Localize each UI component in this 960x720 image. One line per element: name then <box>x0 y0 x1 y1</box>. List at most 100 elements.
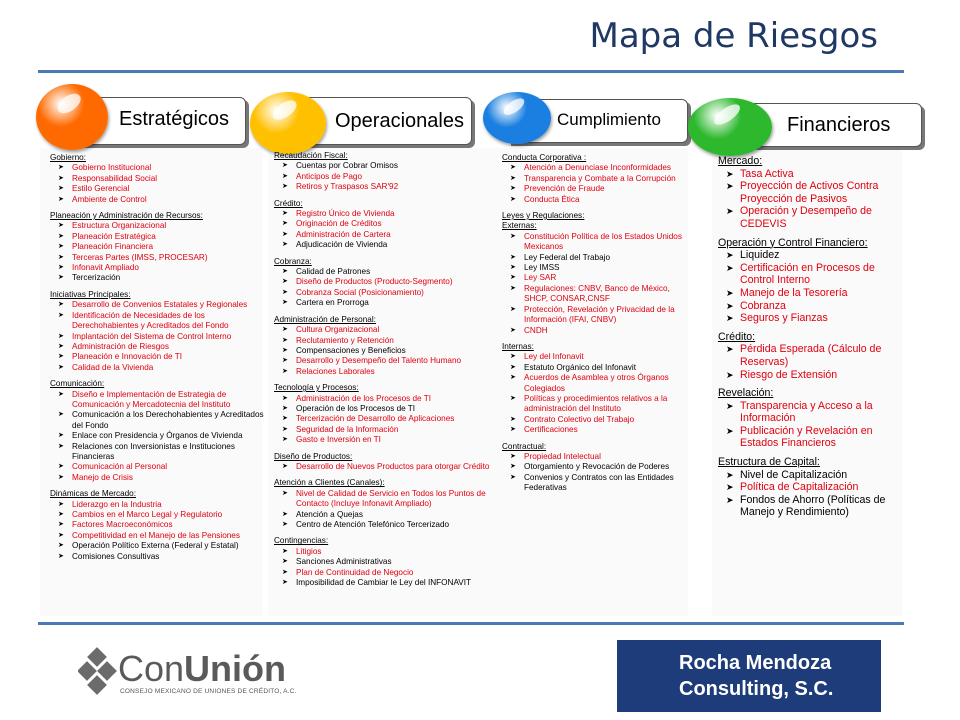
risk-item: Acuerdos de Asamblea y otros Órganos Col… <box>502 373 694 394</box>
risk-item: Fondos de Ahorro (Políticas de Manejo y … <box>718 494 904 519</box>
risk-item: Desarrollo y Desempeño del Talento Human… <box>274 356 502 367</box>
section-title: Recaudación Fiscal: <box>274 151 348 160</box>
risk-item: Comunicación al Personal <box>50 462 264 473</box>
risk-item: Nivel de Capitalización <box>718 469 904 482</box>
risk-item: Desarrollo de Nuevos Productos para otor… <box>274 462 502 473</box>
rm-line-1: Rocha Mendoza <box>679 652 832 674</box>
risk-item: Adjudicación de Vivienda <box>274 240 502 251</box>
risk-list-financieros: Mercado:Tasa ActivaProyección de Activos… <box>718 155 904 519</box>
orange-orb-icon <box>36 84 108 150</box>
section-title: Gobierno: <box>50 153 86 162</box>
risk-item: Cobranza Social (Posicionamiento) <box>274 288 502 299</box>
risk-item: Ley del Infonavit <box>502 352 694 363</box>
risk-item: Centro de Atención Telefónico Tercerizad… <box>274 520 502 531</box>
category-label: Operacionales <box>335 110 464 132</box>
category-label: Cumplimiento <box>557 110 661 129</box>
risk-item: Protección, Revelación y Privacidad de l… <box>502 305 694 326</box>
risk-item: Otorgamiento y Revocación de Poderes <box>502 462 694 473</box>
risk-item: CNDH <box>502 326 694 337</box>
risk-item: Cobranza <box>718 300 904 313</box>
risk-item: Certificaciones <box>502 425 694 436</box>
risk-item: Certificación en Procesos de Control Int… <box>718 262 904 287</box>
risk-item: Enlace con Presidencia y Órganos de Vivi… <box>50 431 264 442</box>
conunion-subtitle: CONSEJO MEXICANO DE UNIONES DE CRÉDITO, … <box>120 688 297 695</box>
section-title: Iniciativas Principales: <box>50 289 131 299</box>
slide-title: Mapa de Riesgos <box>589 16 878 56</box>
green-orb-icon <box>688 98 772 156</box>
risk-item: Retiros y Traspasos SAR'92 <box>274 182 502 193</box>
risk-item: Tercerización de Desarrollo de Aplicacio… <box>274 414 502 425</box>
section-title: Dinámicas de Mercado: <box>50 489 137 499</box>
section-title: Contingencias: <box>274 536 329 546</box>
risk-item: Calidad de Patrones <box>274 267 502 278</box>
risk-item: Ley IMSS <box>502 263 694 274</box>
section-subtitle: Externas: <box>502 221 537 231</box>
risk-item: Prevención de Fraude <box>502 184 694 195</box>
risk-item: Factores Macroeconómicos <box>50 520 264 531</box>
risk-item: Terceras Partes (IMSS, PROCESAR) <box>50 253 264 264</box>
risk-item: Liderazgo en la Industria <box>50 500 264 511</box>
section-title: Leyes y Regulaciones: <box>502 211 585 221</box>
risk-item: Reclutamiento y Retención <box>274 336 502 347</box>
risk-list-cumplimiento: Conducta Corporativa :Atención a Denunci… <box>502 153 694 494</box>
risk-item: Seguros y Fianzas <box>718 312 904 325</box>
risk-item: Cambios en el Marco Legal y Regulatorio <box>50 510 264 521</box>
rm-line-2: Consulting, S.C. <box>679 678 834 700</box>
risk-item: Administración de Cartera <box>274 230 502 241</box>
category-label: Financieros <box>787 114 891 136</box>
risk-item: Relaciones con Inversionistas e Instituc… <box>50 442 264 463</box>
risk-list-operacionales: Recaudación Fiscal:Cuentas por Cobrar Om… <box>274 151 502 589</box>
risk-item: Manejo de Crisis <box>50 473 264 484</box>
risk-item: Pérdida Esperada (Cálculo de Reservas) <box>718 343 904 368</box>
risk-item: Competitividad en el Manejo de las Pensi… <box>50 531 264 542</box>
risk-item: Infonavit Ampliado <box>50 263 264 274</box>
risk-item: Planeación Financiera <box>50 242 264 253</box>
risk-item: Riesgo de Extensión <box>718 369 904 382</box>
risk-item: Implantación del Sistema de Control Inte… <box>50 332 264 343</box>
risk-item: Operación de los Procesos de TI <box>274 404 502 415</box>
conunion-logo-icon <box>78 647 117 695</box>
risk-item: Desarrollo de Convenios Estatales y Regi… <box>50 300 264 311</box>
risk-item: Diseño e Implementación de Estrategia de… <box>50 390 264 411</box>
risk-item: Manejo de la Tesorería <box>718 287 904 300</box>
risk-item: Imposibilidad de Cambiar le Ley del INFO… <box>274 578 502 589</box>
section-title: Cobranza: <box>274 256 312 266</box>
risk-item: Gasto e Inversión en TI <box>274 435 502 446</box>
risk-item: Operación Político Externa (Federal y Es… <box>50 541 264 552</box>
risk-item: Estilo Gerencial <box>50 184 264 195</box>
risk-item: Regulaciones: CNBV, Banco de México, SHC… <box>502 284 694 305</box>
section-title: Estructura de Capital: <box>718 456 820 469</box>
risk-item: Operación y Desempeño de CEDEVIS <box>718 205 904 230</box>
section-title: Contractual: <box>502 441 547 451</box>
risk-item: Sanciones Administrativas <box>274 557 502 568</box>
section-title: Tecnología y Procesos: <box>274 383 359 393</box>
risk-item: Convenios y Contratos con las Entidades … <box>502 473 694 494</box>
conunion-prefix: Con <box>118 648 185 689</box>
risk-item: Originación de Créditos <box>274 219 502 230</box>
conunion-logo: ConUnión <box>118 648 286 690</box>
top-divider <box>38 70 904 73</box>
risk-item: Ley Federal del Trabajo <box>502 253 694 264</box>
risk-list-estrategicos: Gobierno:Gobierno InstitucionalResponsab… <box>50 153 264 562</box>
risk-item: Ley SAR <box>502 273 694 284</box>
risk-item: Transparencia y Acceso a la Información <box>718 400 904 425</box>
risk-item: Estructura Organizacional <box>50 221 264 232</box>
risk-item: Publicación y Revelación en Estados Fina… <box>718 425 904 450</box>
risk-item: Responsabilidad Social <box>50 174 264 185</box>
section-title: Diseño de Productos: <box>274 451 353 461</box>
risk-item: Comunicación a los Derechohabientes y Ac… <box>50 410 264 431</box>
risk-item: Compensaciones y Beneficios <box>274 346 502 357</box>
risk-item: Planeación e Innovación de TI <box>50 352 264 363</box>
risk-item: Liquidez <box>718 249 904 262</box>
section-title: Administración de Personal: <box>274 314 376 324</box>
section-title: Revelación: <box>718 387 774 400</box>
risk-item: Constitución Política de los Estados Uni… <box>502 232 694 253</box>
risk-item: Seguridad de la Información <box>274 425 502 436</box>
section-title: Planeación y Administración de Recursos: <box>50 211 203 221</box>
risk-item: Propiedad Intelectual <box>502 452 694 463</box>
risk-item: Atención a Quejas <box>274 510 502 521</box>
section-title: Mercado: <box>718 155 763 167</box>
risk-item: Conducta Ética <box>502 195 694 206</box>
risk-item: Atención a Denunciase Inconformidades <box>502 163 694 174</box>
risk-item: Plan de Continuidad de Negocio <box>274 568 502 579</box>
